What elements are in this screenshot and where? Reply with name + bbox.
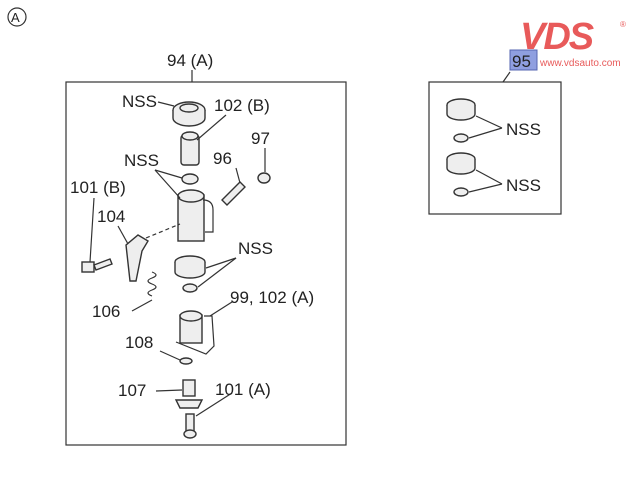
vds-watermark: VDS ® www.vdsauto.com <box>520 16 630 69</box>
callout-nss-top: NSS <box>122 92 157 111</box>
kit-seal-a <box>446 98 476 143</box>
piston-99 <box>175 310 215 355</box>
bleeder-96 <box>221 181 246 206</box>
vds-logo: VDS <box>520 16 594 58</box>
section-marker-circle <box>7 7 27 27</box>
seal-ring <box>181 173 199 185</box>
screw-101a <box>183 413 197 439</box>
kit-callout-nss-a: NSS <box>506 120 541 139</box>
section-marker: A <box>11 10 20 25</box>
kit-label: 95 <box>512 52 531 71</box>
cylinder-body <box>177 189 214 242</box>
lower-seal <box>174 255 206 279</box>
callout-102b: 102 (B) <box>214 96 270 115</box>
callout-nss-lower: NSS <box>238 239 273 258</box>
lever-104 <box>125 223 181 282</box>
callout-97: 97 <box>251 129 270 148</box>
vds-url: www.vdsauto.com <box>540 58 621 69</box>
bolt-101b <box>81 258 113 273</box>
callout-108: 108 <box>125 333 153 352</box>
spring-106 <box>147 271 157 297</box>
leader-lines <box>89 101 266 417</box>
assembly-label: 94 (A) <box>167 51 213 70</box>
callout-107: 107 <box>118 381 146 400</box>
kit-leader-lines <box>468 115 503 193</box>
washer-108 <box>179 357 193 365</box>
registered-mark: ® <box>620 20 626 29</box>
top-seal <box>172 101 206 127</box>
kit-callout-nss-b: NSS <box>506 176 541 195</box>
callout-106: 106 <box>92 302 120 321</box>
o-ring <box>182 283 198 293</box>
callout-101b: 101 (B) <box>70 178 126 197</box>
callout-99-102a: 99, 102 (A) <box>230 288 314 307</box>
callout-104: 104 <box>97 207 125 226</box>
callout-96: 96 <box>213 149 232 168</box>
callout-101a: 101 (A) <box>215 380 271 399</box>
kit-box <box>428 81 562 215</box>
kit-seal-b <box>446 152 476 197</box>
cap-97 <box>257 172 271 184</box>
assembly-box <box>65 81 347 446</box>
piston-102b <box>180 131 200 166</box>
callout-nss-mid: NSS <box>124 151 159 170</box>
fitting-107 <box>174 379 204 409</box>
kit-label-highlight <box>509 49 538 71</box>
